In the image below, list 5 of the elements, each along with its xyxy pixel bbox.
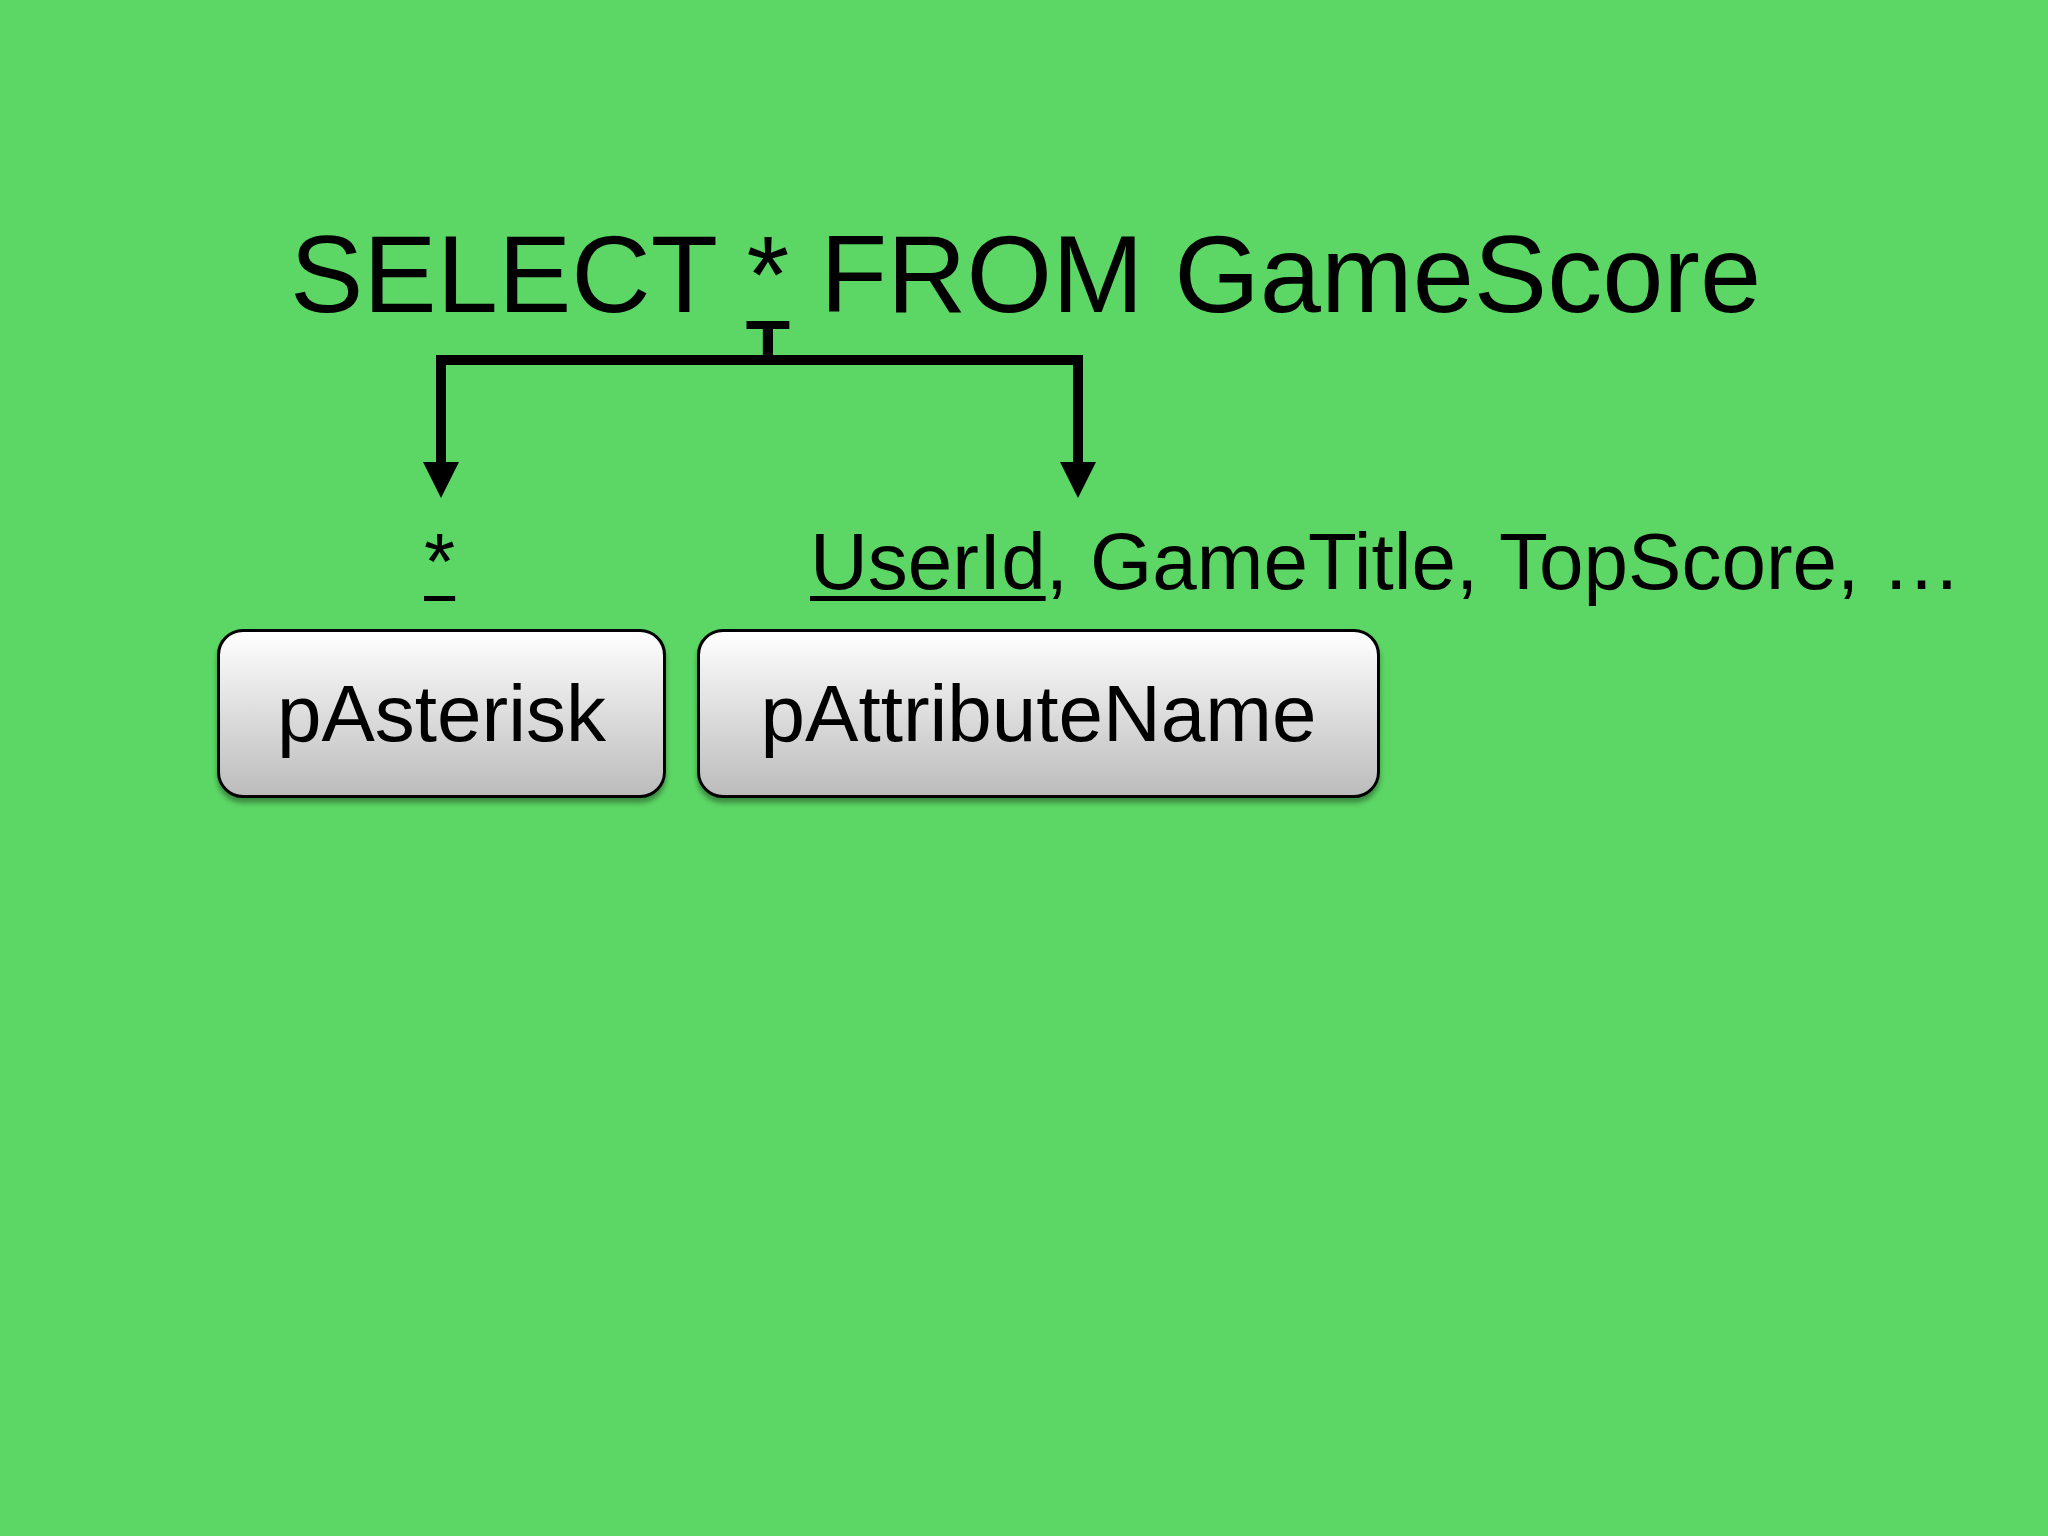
arrow <box>762 329 1096 498</box>
sql-query: SELECT * FROM GameScore <box>290 219 1762 329</box>
parameter-box: pAsterisk <box>217 629 666 798</box>
asterisk-label: * <box>424 498 456 602</box>
parameter-box: pAttributeName <box>697 629 1380 798</box>
